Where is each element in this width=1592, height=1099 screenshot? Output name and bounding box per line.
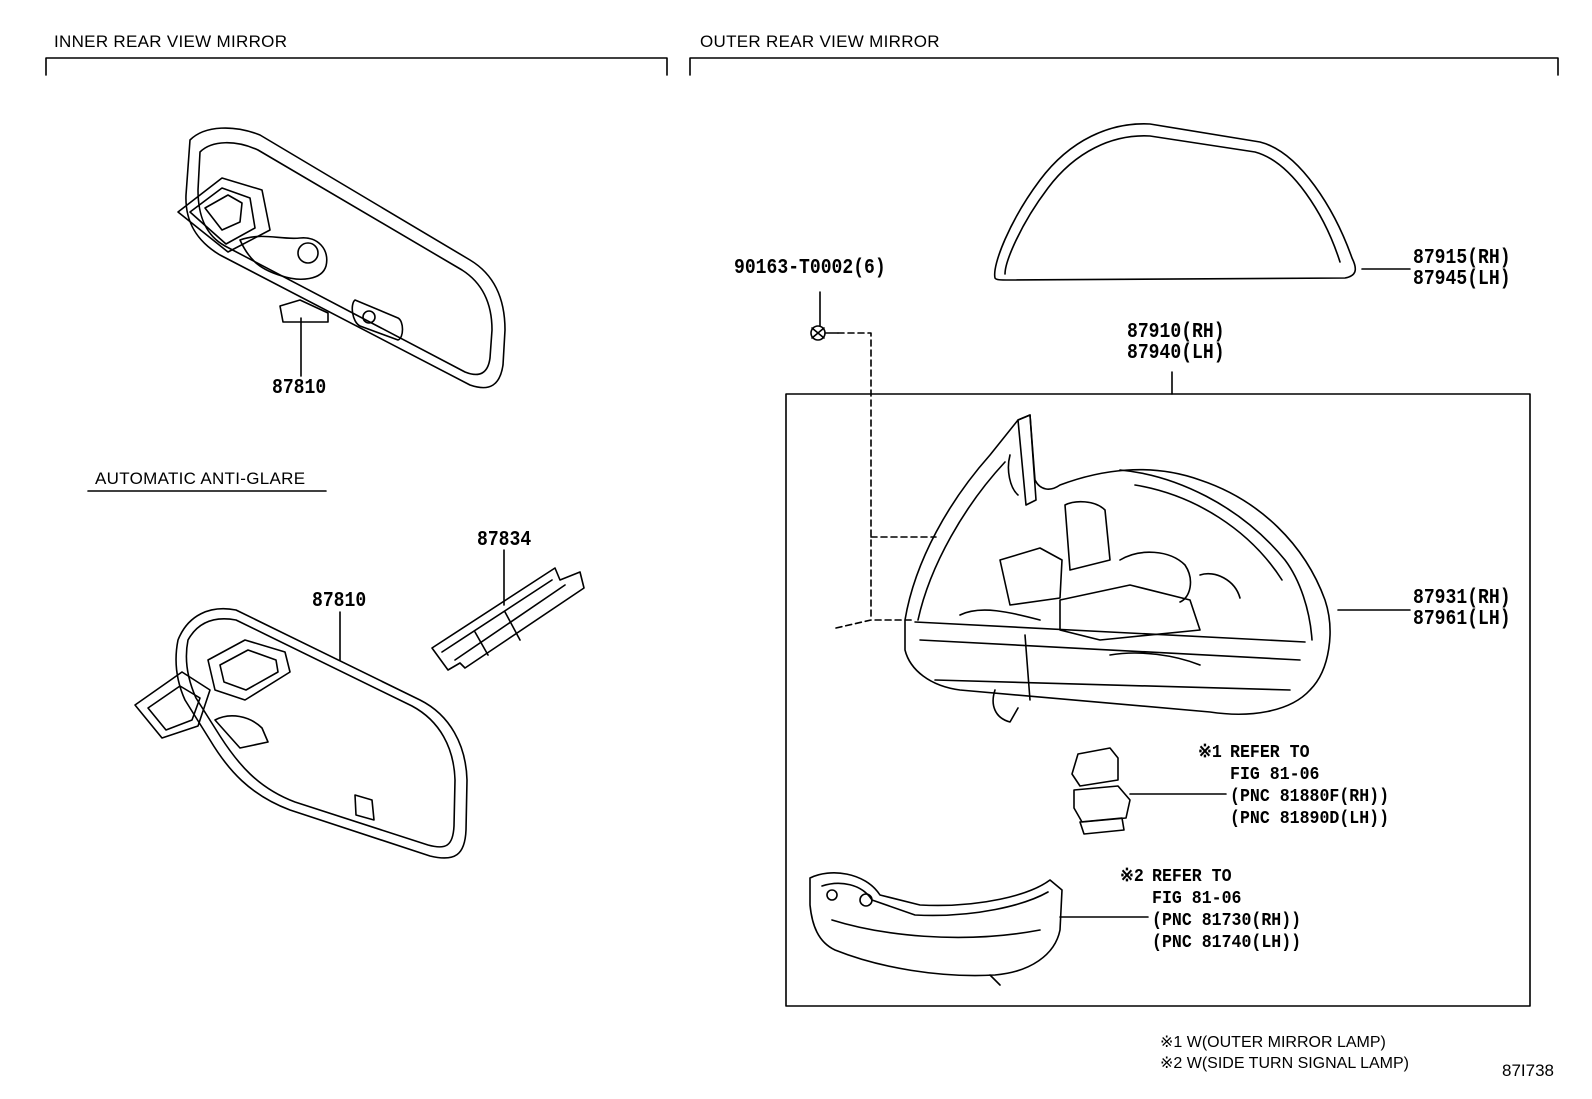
footnote-lamp: ※1 W(OUTER MIRROR LAMP) — [1160, 1034, 1386, 1051]
part-number-glass-lh: 87961(LH) — [1413, 608, 1511, 631]
anti-glare-title: AUTOMATIC ANTI-GLARE — [95, 469, 306, 488]
part-number-screw[interactable]: 90163-T0002(6) — [734, 257, 886, 280]
part-number-glass-rh: 87931(RH) — [1413, 587, 1511, 610]
ref-turn-line: REFER TO — [1152, 867, 1232, 887]
ref-callout-turn[interactable]: REFER TO FIG 81-06 (PNC 81730(RH)) (PNC … — [1152, 866, 1301, 954]
ref-lamp-line: (PNC 81890D(LH)) — [1230, 809, 1390, 829]
part-number-cover-rh: 87915(RH) — [1413, 247, 1511, 270]
ref-callout-lamp[interactable]: REFER TO FIG 81-06 (PNC 81880F(RH)) (PNC… — [1230, 742, 1389, 830]
footnotes: ※1 W(OUTER MIRROR LAMP) ※2 W(SIDE TURN S… — [1160, 1032, 1409, 1074]
harness-drawing — [431, 549, 585, 671]
outer-section-bracket — [689, 57, 1559, 76]
part-number-auto-mirror[interactable]: 87810 — [312, 590, 367, 613]
outer-mirror-drawing — [904, 414, 1411, 723]
inner-section-title: INNER REAR VIEW MIRROR — [54, 32, 288, 51]
ref-turn-line: FIG 81-06 — [1152, 889, 1242, 909]
lamp-bulb-drawing — [1071, 747, 1227, 835]
part-number-cover-lh: 87945(LH) — [1413, 268, 1511, 291]
part-number-assembly-lh: 87940(LH) — [1127, 342, 1225, 365]
ref-lamp-line: REFER TO — [1230, 743, 1310, 763]
ref-mark-turn: ※2 — [1120, 867, 1144, 887]
ref-turn-line: (PNC 81740(LH)) — [1152, 933, 1302, 953]
part-number-inner-mirror[interactable]: 87810 — [272, 377, 327, 400]
figure-id: 87I738 — [1502, 1061, 1554, 1080]
outer-section-title: OUTER REAR VIEW MIRROR — [700, 32, 940, 51]
auto-mirror-drawing — [134, 608, 468, 859]
part-number-glass[interactable]: 87931(RH) 87961(LH) — [1413, 588, 1511, 630]
footnote-turn: ※2 W(SIDE TURN SIGNAL LAMP) — [1160, 1055, 1409, 1072]
ref-mark-lamp: ※1 — [1198, 743, 1222, 763]
part-number-assembly-rh: 87910(RH) — [1127, 321, 1225, 344]
inner-section-bracket — [45, 57, 668, 76]
part-number-harness[interactable]: 87834 — [477, 529, 532, 552]
install-dashed-lines — [835, 332, 937, 629]
inner-mirror-drawing — [177, 127, 506, 389]
ref-turn-line: (PNC 81730(RH)) — [1152, 911, 1302, 931]
part-number-assembly[interactable]: 87910(RH) 87940(LH) — [1127, 322, 1225, 364]
ref-lamp-line: FIG 81-06 — [1230, 765, 1320, 785]
mirror-cover-drawing — [993, 123, 1411, 281]
part-number-cover[interactable]: 87915(RH) 87945(LH) — [1413, 248, 1511, 290]
turn-lamp-drawing — [809, 872, 1149, 986]
assembly-box — [785, 393, 1531, 1007]
screw-drawing — [810, 291, 839, 341]
ref-lamp-line: (PNC 81880F(RH)) — [1230, 787, 1390, 807]
